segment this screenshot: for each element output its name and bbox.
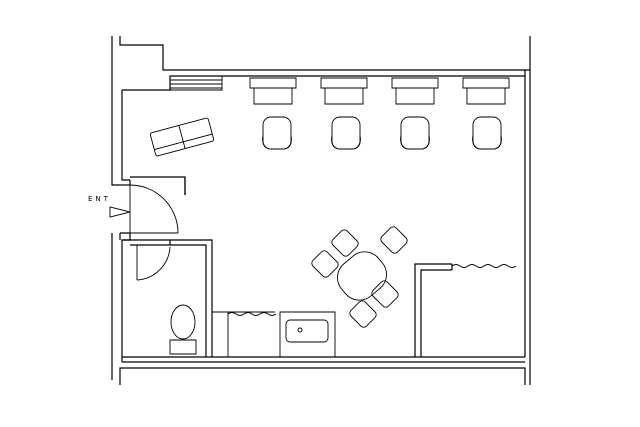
entrance-arrow-icon	[110, 207, 130, 217]
partition-wall	[415, 264, 516, 357]
station-2	[321, 78, 367, 149]
station-1	[250, 78, 296, 149]
sofa	[150, 118, 214, 157]
left-wall-lower	[112, 233, 130, 380]
restroom-door[interactable]	[137, 245, 170, 280]
station-3	[392, 78, 438, 149]
station-4	[463, 78, 509, 149]
door-frame	[130, 177, 185, 195]
entrance-label: ENT	[88, 195, 111, 203]
sink-counter	[280, 312, 335, 357]
left-wall-upper	[112, 36, 130, 185]
top-wall	[120, 36, 530, 90]
bottom-wall	[120, 357, 525, 385]
restroom	[122, 240, 212, 357]
right-wall	[525, 70, 530, 385]
table-group	[310, 225, 409, 329]
closet	[212, 312, 276, 357]
entrance-door[interactable]	[130, 185, 178, 233]
staircase	[170, 76, 222, 90]
toilet-icon	[170, 305, 196, 354]
